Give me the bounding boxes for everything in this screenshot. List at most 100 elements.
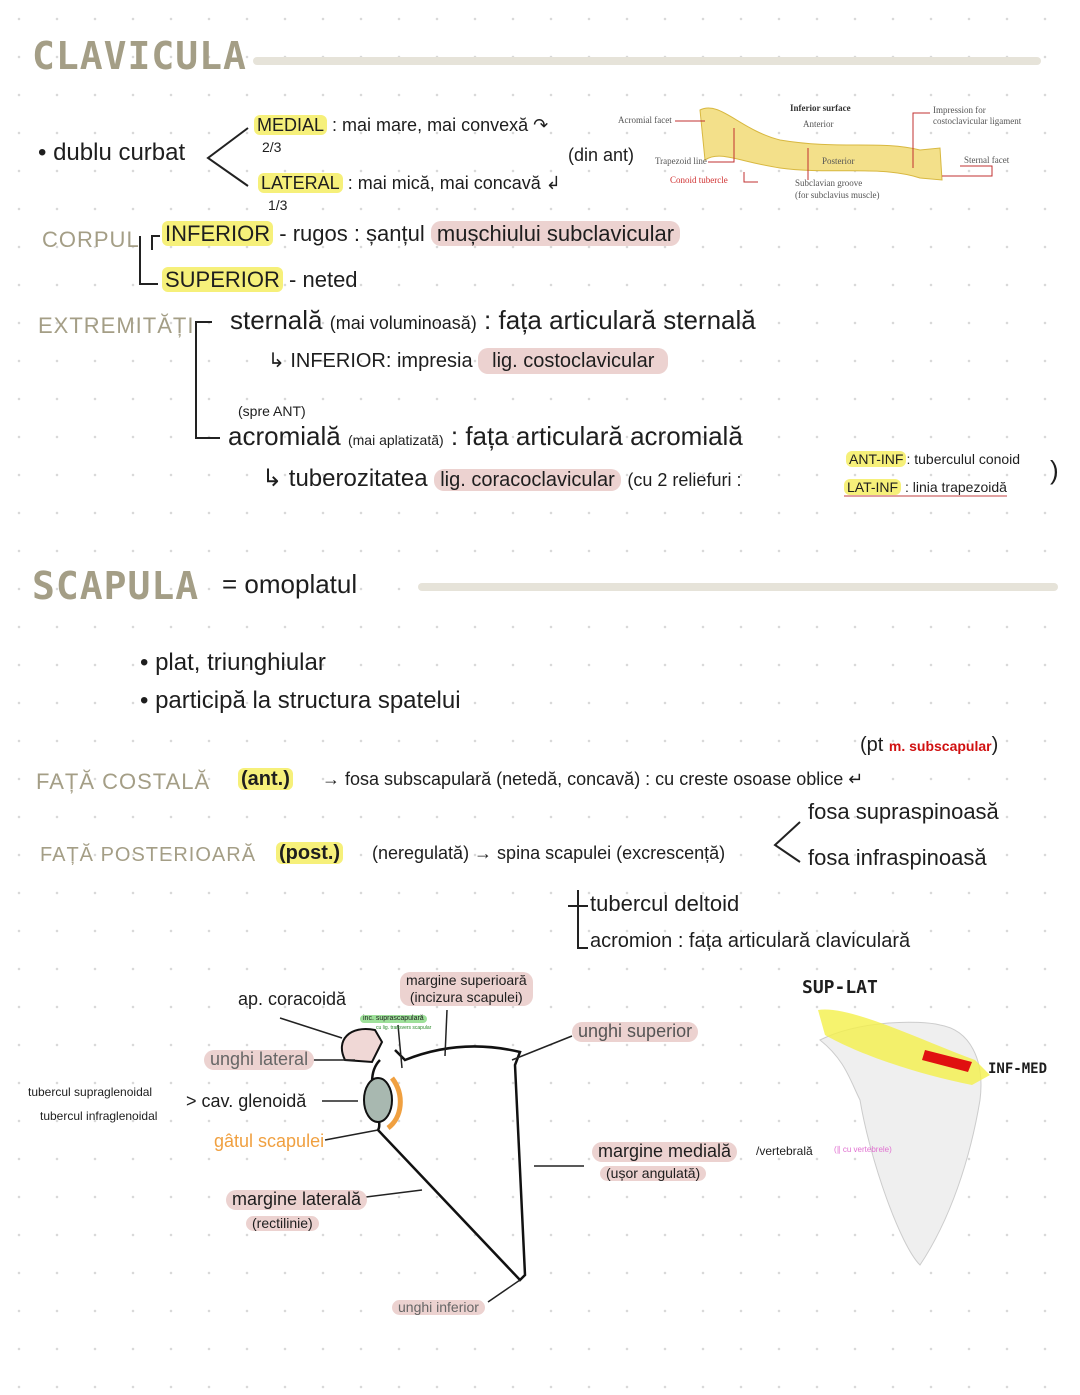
margine-mediala: margine medială [592, 1141, 738, 1162]
sternala-inferior: ↳ INFERIOR: impresia lig. costoclavicula… [268, 348, 669, 374]
margine-laterala: margine laterală [226, 1189, 368, 1210]
clavicula-title: CLAVICULA [32, 34, 247, 78]
incizura-text: (incizura scapulei) [409, 988, 523, 1005]
scapula-3d-model [819, 1021, 982, 1266]
brace-fose [773, 821, 801, 863]
cav-glenoida: > cav. glenoidă [186, 1091, 307, 1111]
ant-inf-line: ANT-INF: tuberculul conoid [846, 451, 1021, 467]
sternala-desc: : fața articulară sternală [484, 305, 756, 335]
acromiala-desc: : fața articulară acromială [450, 421, 743, 451]
dublu-curbat: • dublu curbat [38, 139, 186, 166]
lateral-label: LATERAL [258, 173, 343, 193]
fig-acromial-facet: Acromial facet [618, 115, 672, 125]
inferior-highlight: mușchiului subclavicular [430, 221, 681, 246]
bullet-plat: • plat, triunghiular [140, 649, 326, 676]
lateral-desc: : mai mică, mai concavă [347, 173, 541, 193]
lateral-block: LATERAL : mai mică, mai concavă ↲ [258, 173, 561, 194]
bracket-corpul [139, 235, 160, 285]
gatul-scapulei: gâtul scapulei [214, 1131, 325, 1151]
medial-label: MEDIAL [254, 115, 328, 135]
fig-conoid-tubercle: Conoid tubercle [670, 175, 728, 185]
post-desc: (neregulată) → spina scapulei (excrescen… [372, 843, 726, 863]
inferior-label: INFERIOR [162, 221, 274, 246]
inf-med: INF-MED [988, 1061, 1048, 1077]
pt-c: ) [991, 734, 999, 756]
fig-trapezoid-line: Trapezoid line [655, 156, 707, 166]
fosa-supraspinoasa: fosa supraspinoasă [808, 799, 999, 824]
fig-anterior: Anterior [803, 119, 834, 129]
margine-superioara: margine superioară(incizura scapulei) [400, 972, 533, 1006]
pt-a: (pt [860, 734, 884, 756]
glenoid-cavity [363, 1077, 393, 1123]
inc-supra-note: cu lig. transvers scapular [376, 1025, 432, 1031]
unghi-inferior: unghi inferior [392, 1299, 485, 1316]
unghi-lateral: unghi lateral [204, 1049, 315, 1070]
margine-sup-text: margine superioară [406, 972, 527, 988]
inc-suprascapulara: inc. suprascapulară [360, 1015, 427, 1023]
sternala: sternală [230, 305, 323, 335]
bracket-extremitati [195, 321, 220, 439]
tubercul-infraglenoidal: tubercul infraglenoidal [40, 1109, 158, 1123]
ant: (ant.) [238, 768, 293, 790]
close-paren: ) [1050, 455, 1059, 485]
title-divider [253, 57, 1041, 65]
lat-inf-line: LAT-INF : linia trapezoidă [844, 479, 1007, 498]
ant-label: (ant.) [238, 768, 293, 790]
fig-inferior-surface: Inferior surface [790, 103, 851, 113]
acromion: acromion : fața articulară claviculară [590, 930, 911, 952]
costala-desc: → fosa subscapulară (netedă, concavă) : … [322, 769, 864, 789]
fig-impression: Impression for [933, 105, 986, 115]
fata-costala: FAȚĂ COSTALĂ [36, 769, 211, 794]
acromiala: acromială [228, 421, 341, 451]
extremitati-label: EXTREMITĂȚI [38, 313, 195, 338]
tubercul-deltoid: tubercul deltoid [590, 891, 740, 916]
fata-posterioara: FAȚĂ POSTERIOARĂ [40, 844, 257, 866]
unghi-superior: unghi superior [572, 1021, 699, 1042]
pt-note: (pt m. subscapular) [860, 734, 998, 756]
tuberozitatea-line: ↳ tuberozitatea lig. coracoclavicular (c… [262, 465, 742, 492]
medial-desc: : mai mare, mai convexă [332, 115, 529, 135]
ap-coracoida: ap. coracoidă [238, 989, 347, 1009]
vertebrala-note: (∥ cu vertebrele) [834, 1145, 892, 1154]
inferior-desc: - rugos : șanțul [279, 221, 425, 246]
coracoid-process [340, 1028, 384, 1064]
scapula-divider [418, 583, 1058, 591]
post: (post.) [276, 842, 344, 864]
fig-sternal-facet: Sternal facet [964, 155, 1010, 165]
fig-subclavian-groove: Subclavian groove [795, 178, 863, 188]
lat-inf: LAT-INF [844, 479, 902, 495]
sternala-line: sternală (mai voluminoasă) : fața articu… [230, 306, 756, 335]
omoplatul: = omoplatul [222, 569, 358, 599]
vertebrala: /vertebrală [756, 1144, 813, 1158]
ant-inf: ANT-INF [846, 451, 907, 467]
bracket-spina [568, 890, 588, 949]
tuberozitatea: ↳ tuberozitatea [262, 465, 428, 492]
spre-ant: (spre ANT) [238, 403, 306, 419]
scapula-neck-mark [386, 1076, 403, 1131]
fig-subclavian-note: (for subclavius muscle) [795, 190, 880, 200]
reliefuri: (cu 2 reliefuri : [627, 470, 742, 490]
superior-line: SUPERIOR - neted [162, 267, 358, 292]
clavicle-bone-image [699, 107, 943, 181]
corpul-label: CORPUL [42, 227, 140, 252]
bullet-participa: • participă la structura spatelui [140, 687, 461, 714]
rectilinie: (rectilinie) [246, 1215, 319, 1232]
fig-posterior: Posterior [822, 156, 855, 166]
tubercul-supraglenoidal: tubercul supraglenoidal [28, 1085, 153, 1099]
diagram-arrows [279, 1009, 584, 1303]
superior-label: SUPERIOR [162, 267, 283, 292]
sup-lat: SUP-LAT [802, 977, 878, 998]
fig-impression-2: costoclavicular ligament [933, 116, 1022, 126]
sternala-inf-highlight: lig. costoclavicular [478, 348, 669, 374]
red-highlight [922, 1050, 972, 1072]
fosa-infraspinoasa: fosa infraspinoasă [808, 845, 987, 870]
usor-angulata: (ușor angulată) [600, 1165, 707, 1182]
ant-inf-desc: : tuberculul conoid [906, 451, 1021, 467]
medial-block: MEDIAL : mai mare, mai convexă ↷ [254, 115, 548, 136]
acromiala-note: (mai aplatizată) [347, 432, 444, 448]
medial-fraction: 2/3 [262, 139, 282, 155]
acromiala-line: acromială (mai aplatizată) : fața articu… [228, 422, 743, 451]
brace-dublu-curbat [206, 127, 249, 187]
sternala-note: (mai voluminoasă) [329, 313, 477, 333]
